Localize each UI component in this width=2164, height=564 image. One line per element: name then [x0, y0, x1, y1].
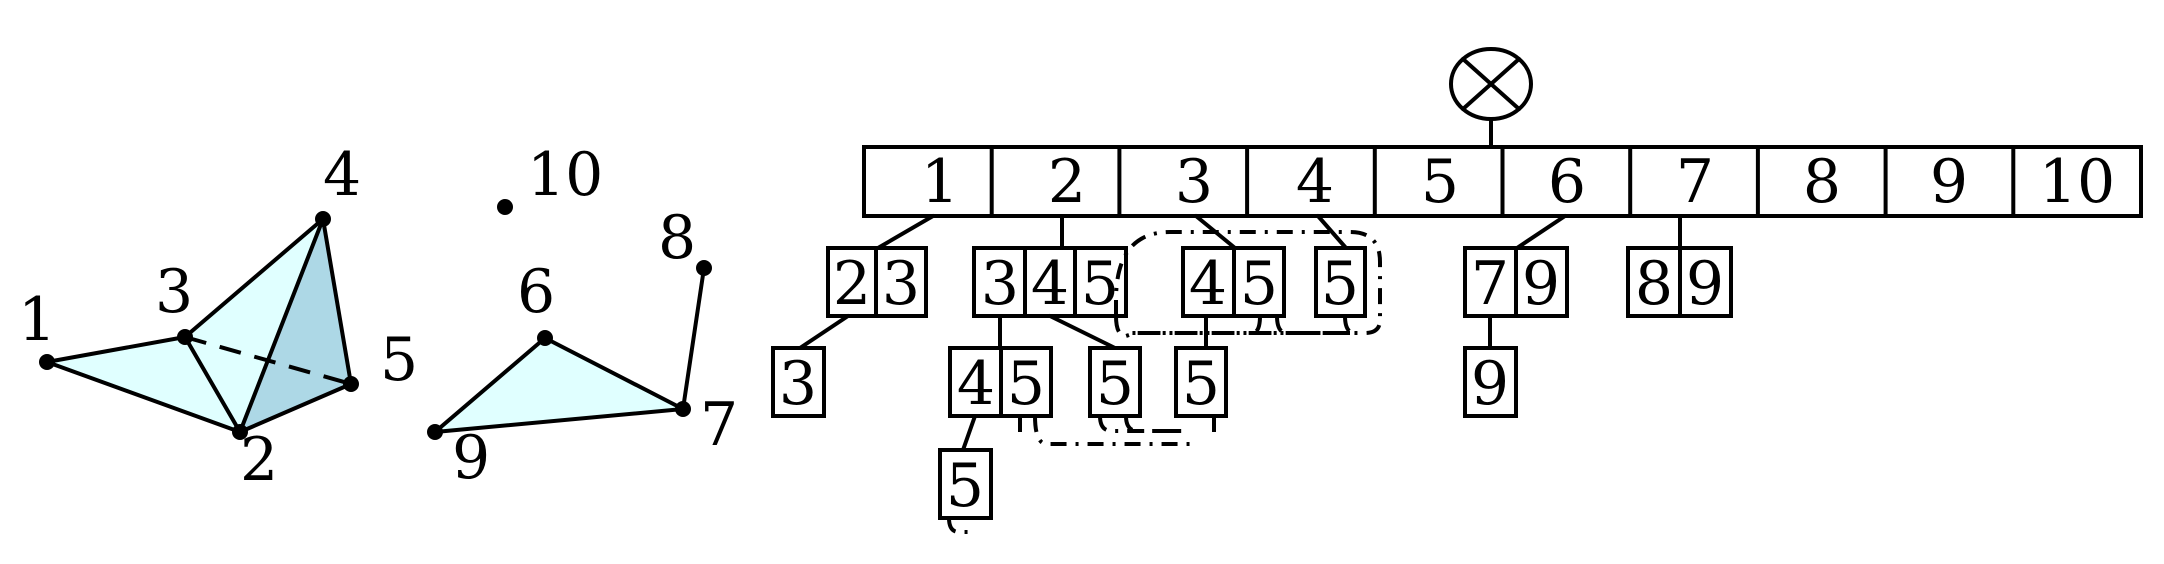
root-cell-6: 6	[1548, 147, 1586, 217]
root-cell-3: 3	[1175, 147, 1213, 217]
vertex-5	[343, 376, 359, 392]
tree-edge	[876, 214, 935, 250]
vertex-label-4: 4	[323, 140, 361, 210]
edge-6-9	[433, 336, 547, 434]
svg-text:3: 3	[779, 349, 817, 419]
vertex-label-9: 9	[452, 423, 490, 493]
vertex-label-8: 8	[658, 203, 696, 273]
root-cell-7: 7	[1676, 147, 1714, 217]
root-cell-5: 5	[1421, 147, 1459, 217]
svg-text:5: 5	[1182, 349, 1220, 419]
vertex-label-3: 3	[155, 257, 193, 327]
edge-2-3	[183, 335, 242, 434]
edge-7-8	[681, 266, 706, 411]
vertex-2	[232, 424, 248, 440]
vertex-8	[696, 260, 712, 276]
edge-4-5	[321, 217, 353, 386]
simplex-tree: 1 2 3 4 5 6 7 8 9 10 2 3 3	[771, 47, 2143, 534]
svg-text:8: 8	[1635, 249, 1673, 319]
svg-text:5: 5	[1007, 349, 1045, 419]
svg-text:5: 5	[1081, 249, 1119, 319]
vertex-label-2: 2	[240, 425, 278, 495]
vertex-label-1: 1	[18, 285, 56, 355]
tree-edge	[961, 414, 977, 452]
vertex-3	[177, 329, 193, 345]
node-1-2-3: 3	[771, 346, 826, 419]
svg-text:3: 3	[882, 249, 920, 319]
root-cell-10: 10	[2039, 147, 2115, 217]
vertex-4	[315, 211, 331, 227]
face-2-4-5	[240, 219, 351, 432]
label-links	[947, 230, 1382, 534]
svg-text:7: 7	[1471, 249, 1509, 319]
vertex-10	[497, 199, 513, 215]
face-6-7-9	[435, 338, 683, 432]
node-6-7-9: 9	[1463, 346, 1518, 419]
tree-edge	[1048, 314, 1117, 350]
node-2-3-4-5-deep: 5	[938, 448, 993, 521]
edge-1-3	[45, 335, 187, 364]
vertex-label-10: 10	[527, 140, 603, 210]
edge-1-2	[45, 360, 242, 434]
svg-text:5: 5	[1096, 349, 1134, 419]
svg-text:2: 2	[833, 249, 871, 319]
node-4-5: 4 5	[1181, 246, 1286, 319]
tree-edge	[1515, 214, 1567, 250]
root-null-node	[1449, 47, 1533, 149]
edge-2-4	[238, 217, 325, 434]
node-5: 5	[1314, 246, 1367, 319]
edge-3-4	[183, 217, 325, 339]
root-array: 1 2 3 4 5 6 7 8 9 10	[862, 145, 2143, 218]
svg-text:5: 5	[946, 451, 984, 521]
vertex-1	[39, 354, 55, 370]
vertex-label-7: 7	[700, 390, 738, 460]
svg-text:4: 4	[1031, 249, 1069, 319]
node-7-9: 7 9	[1463, 246, 1569, 319]
vertex-9	[427, 424, 443, 440]
svg-text:4: 4	[957, 349, 995, 419]
node-2-3: 2 3	[826, 246, 928, 319]
vertex-label-6: 6	[517, 257, 555, 327]
root-cell-4: 4	[1296, 147, 1334, 217]
svg-text:5: 5	[1321, 249, 1359, 319]
svg-text:9: 9	[1522, 249, 1560, 319]
root-cell-8: 8	[1803, 147, 1841, 217]
face-2-3-4	[185, 219, 323, 432]
svg-text:9: 9	[1686, 249, 1724, 319]
simplicial-complex: 1 2 3 4 5 6 7 8 9 10	[18, 140, 738, 495]
edge-2-5	[238, 382, 353, 434]
face-1-2-3	[47, 337, 240, 432]
tree-edge	[1316, 214, 1348, 250]
vertex-6	[537, 330, 553, 346]
node-2-4-5: 5	[1088, 346, 1142, 419]
svg-text:5: 5	[1240, 249, 1278, 319]
edge-7-9	[433, 407, 685, 434]
root-cell-1: 1	[921, 147, 959, 217]
node-2-3-4-5: 4 5	[948, 346, 1053, 419]
root-cell-2: 2	[1048, 147, 1086, 217]
vertex-label-5: 5	[380, 325, 418, 395]
node-8-9: 8 9	[1626, 246, 1733, 319]
edge-6-7	[543, 336, 685, 411]
node-3-4-5-b: 5	[1174, 346, 1228, 419]
vertex-7	[675, 401, 691, 417]
svg-text:4: 4	[1189, 249, 1227, 319]
node-3-4-5: 3 4 5	[972, 246, 1128, 319]
tree-edge	[798, 314, 850, 350]
svg-text:3: 3	[981, 249, 1019, 319]
root-cell-9: 9	[1930, 147, 1968, 217]
svg-text:9: 9	[1471, 349, 1509, 419]
